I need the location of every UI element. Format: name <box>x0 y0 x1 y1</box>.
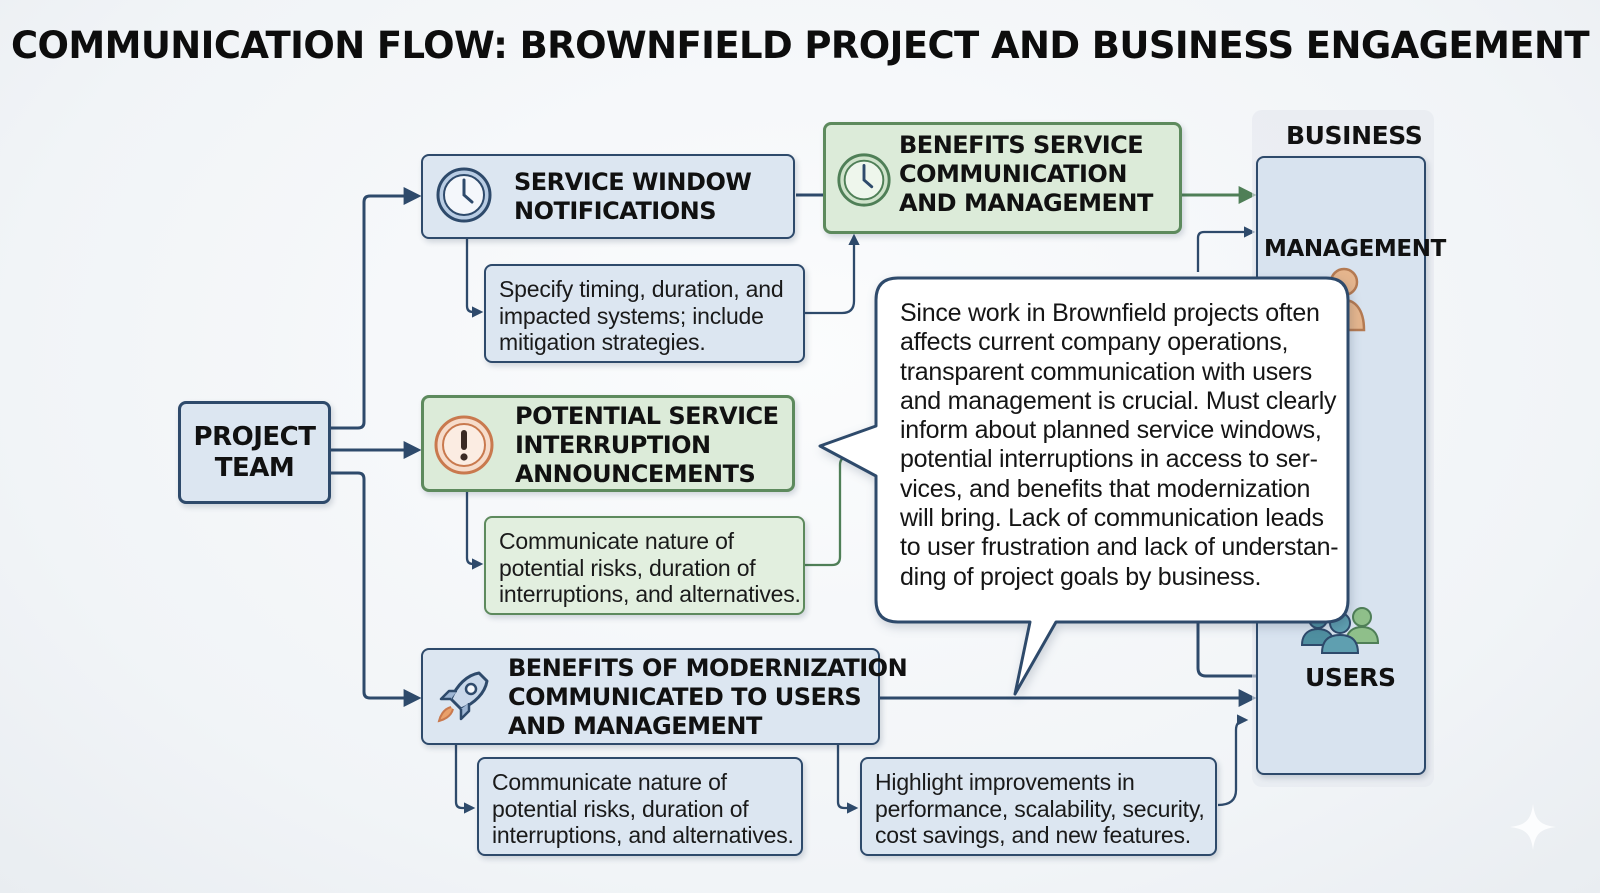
users-label: USERS <box>1305 663 1396 692</box>
interruption-note: Communicate nature of potential risks, d… <box>484 516 805 615</box>
modernization-note-right: Highlight improvements in performance, s… <box>860 757 1217 856</box>
benefits-service-box[interactable]: BENEFITS SERVICE COMMUNICATION AND MANAG… <box>823 122 1182 234</box>
callout-text: Since work in Brownfield projects often … <box>900 299 1339 591</box>
page-title: COMMUNICATION FLOW: BROWNFIELD PROJECT A… <box>11 24 1590 67</box>
service-window-box[interactable]: SERVICE WINDOW NOTIFICATIONS <box>421 154 795 239</box>
modernization-note-left: Communicate nature of potential risks, d… <box>477 757 803 856</box>
benefits-service-label: BENEFITS SERVICE COMMUNICATION AND MANAG… <box>899 131 1153 217</box>
project-team-label: PROJECT TEAM <box>193 421 316 483</box>
project-team-box[interactable]: PROJECT TEAM <box>178 401 331 504</box>
interruption-label: POTENTIAL SERVICE INTERRUPTION ANNOUNCEM… <box>515 402 779 488</box>
management-label: MANAGEMENT <box>1264 236 1446 262</box>
warning-icon <box>434 415 494 475</box>
clock-icon <box>837 153 891 207</box>
business-label: BUSINESS <box>1286 121 1423 150</box>
service-window-label: SERVICE WINDOW NOTIFICATIONS <box>514 168 752 225</box>
modernization-box[interactable]: BENEFITS OF MODERNIZATION COMMUNICATED T… <box>421 648 908 745</box>
sparkle-icon <box>1510 804 1556 850</box>
clock-icon <box>436 167 492 223</box>
interruption-box[interactable]: POTENTIAL SERVICE INTERRUPTION ANNOUNCEM… <box>421 395 795 492</box>
rocket-icon <box>437 671 489 723</box>
arrow-to-service-window <box>327 187 422 430</box>
arrow-to-modernization <box>327 471 422 707</box>
modernization-label: BENEFITS OF MODERNIZATION COMMUNICATED T… <box>508 654 908 740</box>
service-window-note: Specify timing, duration, and impacted s… <box>484 264 805 363</box>
group-icon <box>1300 607 1380 654</box>
